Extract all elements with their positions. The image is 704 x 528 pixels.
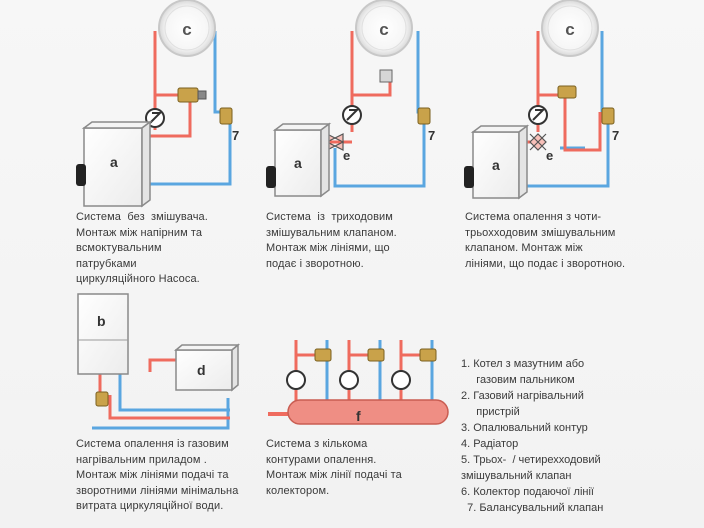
burner [464, 166, 474, 188]
balancing-valve [417, 107, 431, 125]
legend-list: 1. Котел з мазутним або газовим пальнико… [461, 356, 603, 516]
heater-d-label: d [197, 362, 206, 378]
boiler-label: a [110, 154, 118, 170]
caption-gas-heater: Система опалення із газовим нагрівальним… [76, 438, 239, 512]
legend-item: газовим пальником [461, 374, 575, 386]
mixing-valve-body [419, 348, 437, 362]
mixing-valve-label: e [546, 148, 553, 163]
radiator-label: c [182, 20, 191, 39]
scheme-no-mixer: c 7 a [76, 0, 239, 208]
radiator-c [541, 0, 599, 57]
balancing-valve-label: 7 [612, 128, 619, 143]
legend-item: 7. Балансувальний клапан [461, 502, 604, 514]
scheme-multi-circuit: f [268, 340, 449, 425]
mixing-valve-body [557, 85, 577, 99]
supply-line [98, 358, 230, 420]
burner [76, 164, 86, 186]
caption-no-mixer: Система без змішувача. Монтаж між напірн… [76, 211, 208, 285]
radiator-label: c [379, 20, 388, 39]
radiator-c [355, 0, 413, 57]
legend-item: 4. Радіатор [461, 438, 519, 450]
mixing-valve-label: e [343, 148, 350, 163]
mixing-valve-body [177, 87, 199, 103]
collector-label: f [356, 408, 361, 424]
boiler-label: a [294, 155, 302, 171]
legend-item: 6. Колектор подаючої лінії [461, 486, 594, 498]
scheme-four-way: c 7 e a [464, 0, 619, 200]
boiler-unit [472, 131, 520, 199]
radiator-label: c [565, 20, 574, 39]
gas-heater-unit [77, 293, 129, 375]
pump [391, 370, 411, 390]
legend-item: 2. Газовий нагрівальний [461, 390, 584, 402]
caption-three-way: Система із триходовим змішувальним клапа… [266, 211, 397, 270]
balancing-valve [219, 107, 233, 125]
scheme-three-way: c 7 e a [266, 0, 435, 198]
balancing-valve [601, 107, 615, 125]
legend-item: 3. Опалювальний контур [461, 422, 588, 434]
collector-f [287, 399, 449, 425]
scheme-gas-heater: b d [77, 293, 241, 430]
return-line [92, 372, 230, 430]
mixing-valve-body [367, 348, 385, 362]
boiler-label: a [492, 157, 500, 173]
caption-multi-circuit: Система з кількома контурами опалення. М… [266, 438, 402, 497]
legend-item: пристрій [461, 406, 520, 418]
pump [339, 370, 359, 390]
legend-item: 1. Котел з мазутним або [461, 358, 585, 370]
balancing-valve-label: 7 [428, 128, 435, 143]
mixing-valve-body [314, 348, 332, 362]
balancing-valve-label: 7 [232, 128, 239, 143]
radiator-c [158, 0, 216, 57]
four-way-valve [529, 133, 547, 151]
burner [266, 166, 276, 188]
legend-item: змішувальний клапан [461, 470, 572, 482]
pump [286, 370, 306, 390]
bypass-line [150, 95, 192, 138]
caption-four-way: Система опалення з чоти- трьохходовим зм… [465, 211, 626, 270]
balancing-valve [95, 391, 109, 407]
thermostatic-head [379, 69, 393, 83]
gas-heater-label: b [97, 313, 106, 329]
legend-item: 5. Трьох- / четирехходовий [461, 454, 601, 466]
